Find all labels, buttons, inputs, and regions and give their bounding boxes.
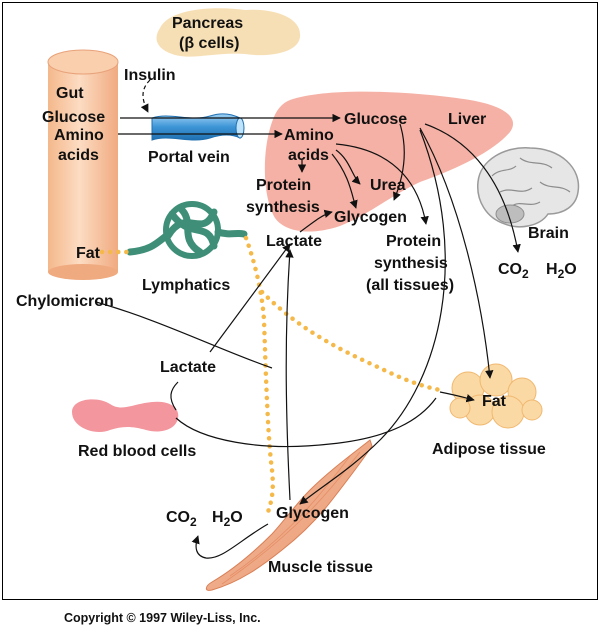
liver-label: Liver — [448, 111, 486, 128]
h2o-brain-sub: 2 — [558, 267, 565, 281]
brain-label: Brain — [528, 225, 569, 242]
lactate-rbc-label: Lactate — [160, 359, 216, 376]
insulin-label: Insulin — [124, 67, 176, 84]
glucose-gut-label: Glucose — [42, 109, 105, 126]
h2o-brain-o: O — [564, 261, 576, 278]
svg-text:CO2: CO2 — [166, 509, 197, 529]
muscle-shape — [205, 439, 373, 591]
co2-brain-text: CO — [498, 261, 522, 278]
portal-vein-end — [235, 117, 245, 139]
svg-text:CO2: CO2 — [498, 261, 529, 281]
lymphatics-label: Lymphatics — [142, 277, 230, 294]
synthesis-liver-label: synthesis — [246, 199, 320, 216]
h2o-muscle-h: H — [212, 509, 224, 526]
rbc-shape — [72, 399, 179, 432]
co2-muscle-text: CO — [166, 509, 190, 526]
protein-liver-label: Protein — [256, 177, 311, 194]
co2-brain-sub: 2 — [522, 267, 529, 281]
muscle-products: CO2 H2O — [166, 509, 243, 529]
protein-all-label: Protein — [386, 233, 441, 250]
h2o-brain-h: H — [546, 261, 558, 278]
glucose-liver-label: Glucose — [344, 111, 407, 128]
h2o-muscle-sub: 2 — [224, 515, 231, 529]
lymphatics-shape — [126, 201, 248, 259]
gut-label: Gut — [56, 85, 84, 102]
pancreas-label: Pancreas — [172, 15, 243, 32]
amino-liver-label: Amino — [284, 127, 334, 144]
chylomicron-label: Chylomicron — [16, 293, 114, 310]
gut-tube — [47, 49, 119, 280]
muscle-tissue-label: Muscle tissue — [268, 559, 373, 576]
diagram-frame — [2, 2, 598, 600]
brain-shape — [477, 147, 580, 228]
beta-cells-label: (β cells) — [179, 35, 239, 52]
arrows — [95, 79, 521, 559]
lactate-liver-label: Lactate — [266, 233, 322, 250]
muscle-striations — [221, 451, 361, 585]
all-tissues-label: (all tissues) — [366, 277, 454, 294]
amino-gut-label: Amino — [54, 127, 104, 144]
fat-dotted-paths — [99, 235, 443, 515]
svg-text:H2O: H2O — [546, 261, 577, 281]
fat-gut-label: Fat — [76, 245, 101, 262]
synthesis-all-label: synthesis — [374, 255, 448, 272]
glycogen-liver-label: Glycogen — [334, 209, 407, 226]
acids-gut-label: acids — [58, 147, 99, 164]
co2-muscle-sub: 2 — [190, 515, 197, 529]
urea-label: Urea — [370, 177, 406, 194]
copyright-text: Copyright © 1997 Wiley-Liss, Inc. — [64, 611, 261, 625]
brain-products: CO2 H2O — [498, 261, 577, 281]
h2o-muscle-o: O — [230, 509, 242, 526]
acids-liver-label: acids — [288, 147, 329, 164]
portal-vein-label: Portal vein — [148, 149, 230, 166]
pancreas-shape — [156, 8, 301, 57]
fat-adipose-label: Fat — [482, 393, 507, 410]
adipose-tissue-label: Adipose tissue — [432, 441, 546, 458]
glycogen-muscle-label: Glycogen — [276, 505, 349, 522]
svg-text:H2O: H2O — [212, 509, 243, 529]
red-blood-cells-label: Red blood cells — [78, 443, 196, 460]
